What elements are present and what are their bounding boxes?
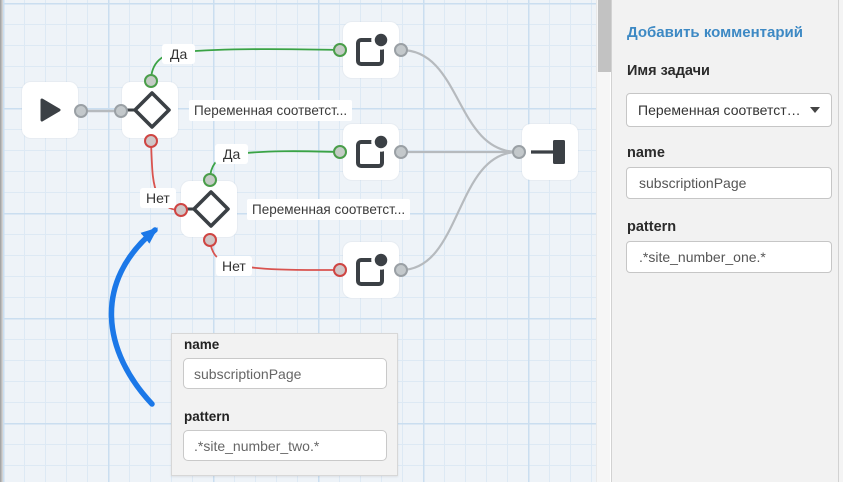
port-task3-in[interactable] xyxy=(333,263,347,277)
task-name-select[interactable]: Переменная соответст… xyxy=(626,93,832,127)
properties-panel: Добавить комментарий Имя задачи Переменн… xyxy=(611,0,839,482)
name-input[interactable] xyxy=(626,167,832,199)
name-label: name xyxy=(627,145,665,161)
port-decision1-yes[interactable] xyxy=(144,74,158,88)
task-node-2[interactable] xyxy=(343,124,399,180)
edge-task3-to-end[interactable] xyxy=(400,150,519,272)
port-task2-in[interactable] xyxy=(333,145,347,159)
no-label-1: Нет xyxy=(140,188,176,208)
end-bar-icon xyxy=(531,140,565,164)
diamond-icon xyxy=(127,91,171,129)
canvas-left-edge xyxy=(0,0,3,482)
workflow-canvas[interactable]: Да Переменная соответст... Нет Да Переме… xyxy=(0,0,596,482)
pattern-label: pattern xyxy=(627,219,677,235)
annotation-arrow xyxy=(108,227,159,407)
popup-name-label: name xyxy=(184,337,220,352)
node-properties-popup: name pattern xyxy=(171,333,398,476)
port-start-out[interactable] xyxy=(74,104,88,118)
task-node-3[interactable] xyxy=(343,242,399,298)
canvas-scrollbar-thumb[interactable] xyxy=(598,0,611,72)
port-decision1-in[interactable] xyxy=(114,104,128,118)
play-icon xyxy=(40,98,61,122)
port-decision2-yes[interactable] xyxy=(203,173,217,187)
popup-pattern-input[interactable] xyxy=(183,430,387,461)
page-badge-icon xyxy=(356,31,390,66)
task-name-label: Имя задачи xyxy=(627,63,710,79)
decision-node-1[interactable] xyxy=(122,82,178,138)
page-badge-icon xyxy=(356,133,390,168)
decision-node-2[interactable] xyxy=(181,181,237,237)
task-node-1[interactable] xyxy=(343,22,399,78)
panel-right-edge xyxy=(839,0,843,482)
popup-pattern-label: pattern xyxy=(184,409,230,424)
start-node[interactable] xyxy=(22,82,78,138)
end-node[interactable] xyxy=(522,124,578,180)
pattern-input[interactable] xyxy=(626,241,832,273)
port-decision1-no[interactable] xyxy=(144,134,158,148)
add-comment-link[interactable]: Добавить комментарий xyxy=(627,24,803,41)
port-decision2-no[interactable] xyxy=(203,233,217,247)
caret-down-icon xyxy=(810,107,820,113)
port-task3-out[interactable] xyxy=(394,263,408,277)
diamond-icon xyxy=(186,190,230,228)
port-task2-out[interactable] xyxy=(394,145,408,159)
port-end-in[interactable] xyxy=(512,145,526,159)
yes-label-1: Да xyxy=(162,44,196,64)
decision2-title: Переменная соответст... xyxy=(247,199,411,220)
no-label-2: Нет xyxy=(216,256,252,276)
yes-label-2: Да xyxy=(215,144,249,164)
canvas-scrollbar-track[interactable] xyxy=(596,0,611,482)
decision1-title: Переменная соответст... xyxy=(189,100,353,121)
popup-name-input[interactable] xyxy=(183,358,387,389)
edge-task1-to-end[interactable] xyxy=(400,48,519,154)
port-task1-out[interactable] xyxy=(394,43,408,57)
edge-decision1-yes[interactable] xyxy=(150,48,341,82)
page-badge-icon xyxy=(356,251,390,286)
port-task1-in[interactable] xyxy=(333,43,347,57)
task-name-select-value: Переменная соответст… xyxy=(638,102,801,118)
port-decision2-in[interactable] xyxy=(174,203,188,217)
